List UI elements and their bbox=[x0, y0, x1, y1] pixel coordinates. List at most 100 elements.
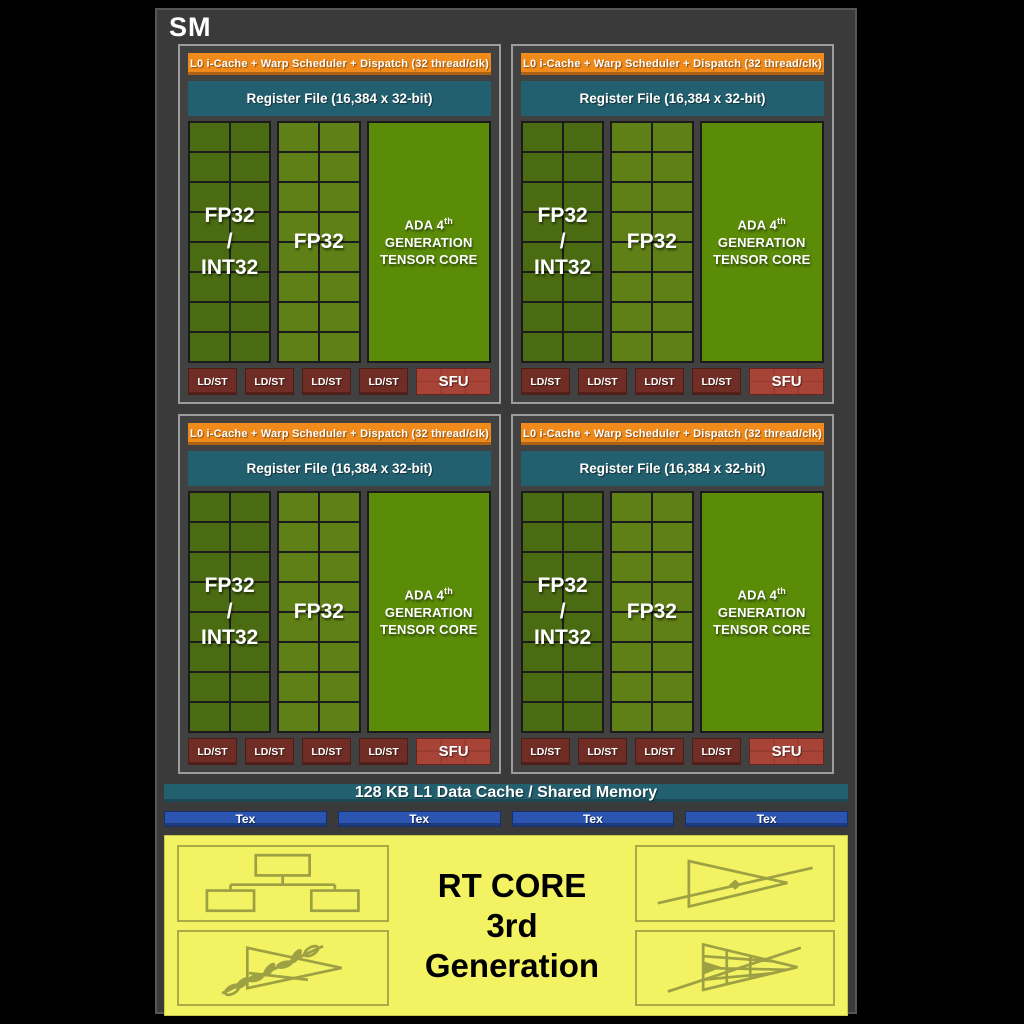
core-cell bbox=[230, 613, 270, 641]
core-cell bbox=[190, 243, 229, 271]
core-cell bbox=[279, 583, 318, 611]
register-file-bar: Register File (16,384 x 32-bit) bbox=[521, 451, 824, 486]
core-cell bbox=[319, 123, 359, 151]
core-cell bbox=[319, 493, 359, 521]
core-cell bbox=[230, 153, 270, 181]
sfu-unit: SFU bbox=[749, 368, 825, 395]
core-cell bbox=[190, 523, 229, 551]
core-cell bbox=[319, 273, 359, 301]
core-cell bbox=[230, 213, 270, 241]
bvh-hierarchy-graphic bbox=[205, 854, 361, 913]
core-cell bbox=[190, 553, 229, 581]
core-cell bbox=[523, 303, 562, 331]
core-cell bbox=[523, 583, 562, 611]
fp32-text: FP32 bbox=[293, 599, 344, 623]
ldst-unit: LD/ST bbox=[578, 368, 628, 395]
warp-scheduler-bar: L0 i-Cache + Warp Scheduler + Dispatch (… bbox=[521, 53, 824, 75]
fp32-int32-line1: FP32 bbox=[537, 203, 588, 227]
core-cell bbox=[563, 643, 603, 671]
core-cell bbox=[523, 553, 562, 581]
fp32-int32-line3: INT32 bbox=[534, 626, 592, 650]
fp32-core-grid bbox=[279, 493, 359, 731]
fp32-core-block: FP32 bbox=[277, 121, 361, 363]
core-cell bbox=[652, 493, 692, 521]
fp32-int32-core-grid bbox=[523, 493, 603, 731]
fp32-core-grid bbox=[612, 493, 692, 731]
register-file-bar: Register File (16,384 x 32-bit) bbox=[521, 81, 824, 116]
rt-core-block: RT CORE 3rd Generation bbox=[164, 835, 848, 1017]
core-cell bbox=[612, 493, 651, 521]
core-cell bbox=[652, 523, 692, 551]
fp32-core-block: FP32 bbox=[610, 121, 694, 363]
core-cell bbox=[612, 673, 651, 701]
fp32-int32-line3: INT32 bbox=[201, 256, 259, 280]
bvh-hierarchy-icon bbox=[177, 845, 389, 922]
core-cell bbox=[279, 213, 318, 241]
core-cell bbox=[612, 703, 651, 731]
core-cell bbox=[190, 273, 229, 301]
core-cell bbox=[319, 153, 359, 181]
core-cell bbox=[563, 123, 603, 151]
core-cell bbox=[190, 183, 229, 211]
fp32-int32-core-grid bbox=[190, 123, 270, 361]
core-cell bbox=[190, 493, 229, 521]
fp32-text: FP32 bbox=[293, 229, 344, 253]
ldst-unit: LD/ST bbox=[692, 368, 742, 395]
core-cell bbox=[279, 123, 318, 151]
sm-sub-partition: L0 i-Cache + Warp Scheduler + Dispatch (… bbox=[178, 414, 501, 774]
core-cell bbox=[523, 673, 562, 701]
foliage-alpha-icon bbox=[177, 929, 389, 1007]
core-cell bbox=[230, 243, 270, 271]
fp32-int32-line1: FP32 bbox=[537, 573, 588, 597]
core-cell bbox=[319, 333, 359, 361]
l1-cache-bar: 128 KB L1 Data Cache / Shared Memory bbox=[164, 784, 848, 802]
tex-unit: Tex bbox=[511, 811, 675, 827]
ldst-unit: LD/ST bbox=[692, 738, 742, 765]
tensor-core-label: ADA 4th GENERATION TENSOR CORE bbox=[702, 493, 822, 731]
rt-core-title-line2: 3rd Generation bbox=[424, 906, 600, 984]
core-cell bbox=[612, 643, 651, 671]
fp32-label: FP32 bbox=[279, 123, 358, 361]
core-cell bbox=[230, 583, 270, 611]
core-cell bbox=[230, 643, 270, 671]
register-file-bar: Register File (16,384 x 32-bit) bbox=[188, 451, 491, 486]
core-cell bbox=[563, 493, 603, 521]
core-cell bbox=[563, 183, 603, 211]
core-cell bbox=[523, 273, 562, 301]
core-cell bbox=[612, 333, 651, 361]
core-cell bbox=[652, 213, 692, 241]
warp-scheduler-label: L0 i-Cache + Warp Scheduler + Dispatch (… bbox=[190, 428, 489, 440]
ray-triangle-intersection-icon bbox=[635, 845, 835, 922]
fp32-int32-core-grid bbox=[523, 123, 603, 361]
core-cell bbox=[230, 493, 270, 521]
ldst-unit: LD/ST bbox=[359, 368, 409, 395]
ldst-unit: LD/ST bbox=[635, 368, 685, 395]
core-cell bbox=[652, 153, 692, 181]
fp32-core-block: FP32 bbox=[277, 491, 361, 733]
core-cell bbox=[319, 643, 359, 671]
warp-scheduler-label: L0 i-Cache + Warp Scheduler + Dispatch (… bbox=[523, 58, 822, 70]
core-cell bbox=[319, 243, 359, 271]
register-file-label: Register File (16,384 x 32-bit) bbox=[579, 461, 766, 476]
core-area: FP32 / INT32 FP32 ADA 4th GENERATION TEN… bbox=[521, 121, 824, 363]
core-cell bbox=[563, 153, 603, 181]
core-cell bbox=[612, 613, 651, 641]
fp32-int32-line2: / bbox=[559, 229, 566, 253]
fp32-int32-line3: INT32 bbox=[534, 256, 592, 280]
tensor-core-block: ADA 4th GENERATION TENSOR CORE bbox=[699, 121, 824, 363]
tensor-core-block: ADA 4th GENERATION TENSOR CORE bbox=[366, 491, 491, 733]
fp32-text: FP32 bbox=[626, 229, 677, 253]
core-cell bbox=[612, 273, 651, 301]
core-cell bbox=[563, 613, 603, 641]
core-cell bbox=[230, 673, 270, 701]
core-cell bbox=[190, 333, 229, 361]
core-cell bbox=[279, 703, 318, 731]
fp32-int32-core-block: FP32 / INT32 bbox=[188, 491, 272, 733]
core-cell bbox=[230, 123, 270, 151]
sm-sub-partition: L0 i-Cache + Warp Scheduler + Dispatch (… bbox=[178, 44, 501, 404]
core-cell bbox=[319, 523, 359, 551]
core-cell bbox=[563, 583, 603, 611]
fp32-int32-line1: FP32 bbox=[204, 203, 255, 227]
ldst-unit: LD/ST bbox=[359, 738, 409, 765]
core-cell bbox=[523, 703, 562, 731]
